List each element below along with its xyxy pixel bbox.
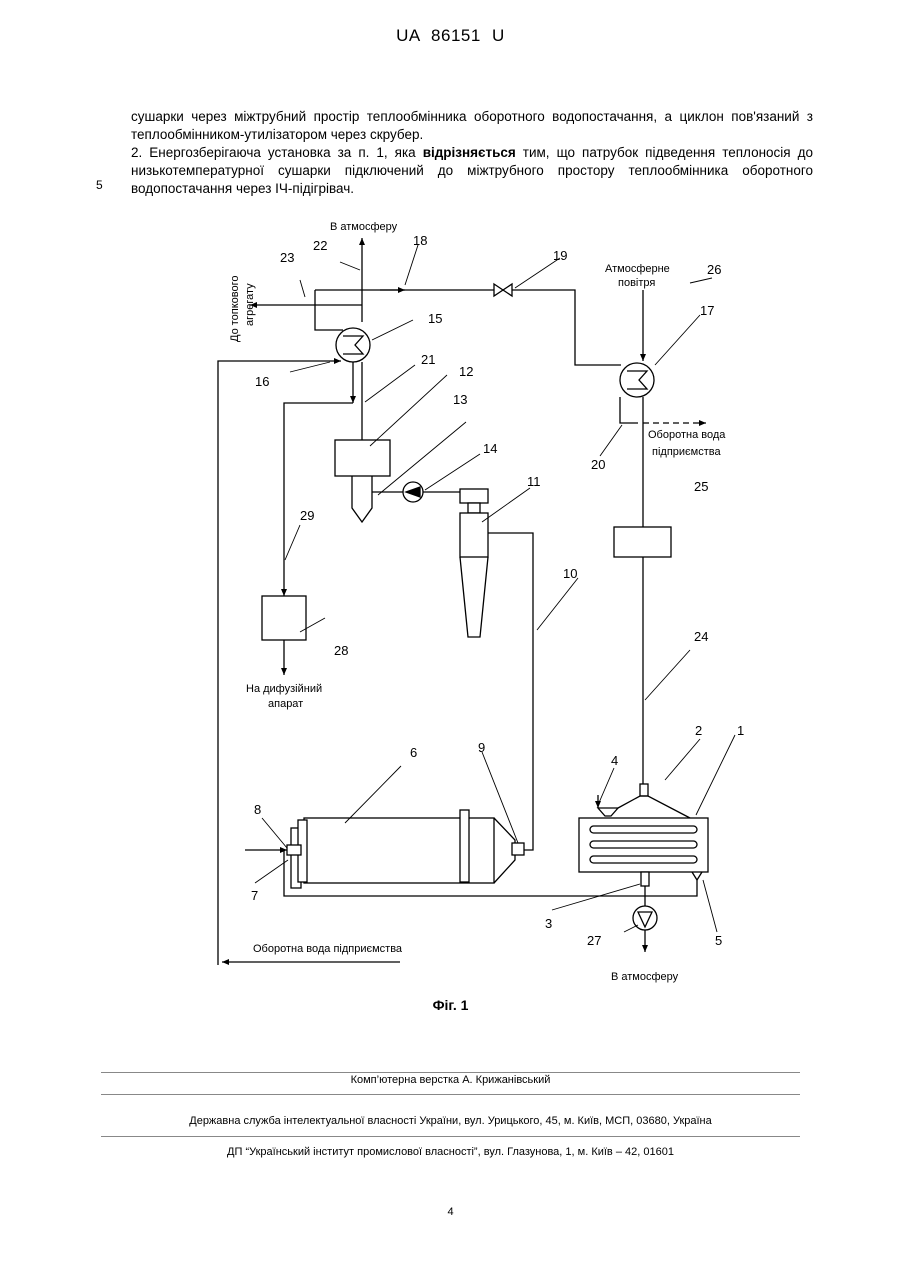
unit-25 [614,527,671,557]
ref-1: 1 [737,723,744,738]
claim2-keyword: відрізняється [423,145,516,160]
ref-17: 17 [700,303,714,318]
ref-23: 23 [280,250,294,265]
ref-11: 11 [527,474,541,489]
footer-rule-3 [101,1136,800,1137]
scrubber-cone-13 [352,476,372,522]
pipe-29 [284,403,353,596]
ref-21: 21 [421,352,435,367]
figure-caption: Фіг. 1 [0,997,901,1013]
footer-rule-2 [101,1094,800,1095]
ref-3: 3 [545,916,552,931]
ref-24: 24 [694,629,708,644]
label-diffusion-1: На дифузійний [246,683,322,695]
process-diagram: В атмосферу До топкового агрегату Атмосф… [0,205,901,995]
label-atm-air-1: Атмосферне [605,263,670,275]
cyclone-11 [460,513,488,557]
ref-12: 12 [459,364,473,379]
pipe-10 [488,533,533,850]
feed-4 [598,808,618,816]
ref-27: 27 [587,933,601,948]
ref-25: 25 [694,479,708,494]
valve-19 [494,284,512,296]
heat-exchanger-15 [336,328,370,362]
ref-6: 6 [410,745,417,760]
heat-exchanger-17 [620,363,654,397]
label-recycled-water-1: Оборотна вода [648,429,726,441]
label-diffusion-2: апарат [268,698,303,710]
ref-19: 19 [553,248,567,263]
scrubber-12 [335,440,390,476]
ref-15: 15 [428,311,442,326]
ref-8: 8 [254,802,261,817]
label-recycled-water-2: підприємства [652,446,721,458]
ref-5: 5 [715,933,722,948]
footer-institute: ДП “Український інститут промислової вла… [0,1146,901,1158]
unit-28 [262,596,306,640]
ref-20: 20 [591,457,605,472]
claim-text: сушарки через міжтрубний простір теплооб… [131,108,813,198]
ref-2: 2 [695,723,702,738]
claim2: 2. Енергозберігаюча установка за п. 1, я… [131,144,813,198]
label-atm-air-2: повітря [618,277,655,289]
ref-26: 26 [707,262,721,277]
ref-13: 13 [453,392,467,407]
ref-22: 22 [313,238,327,253]
footer-layout: Комп’ютерна верстка А. Крижанівський [0,1074,901,1086]
label-to-furnace-1: До топкового [229,275,241,342]
label-recycled-water-bottom: Оборотна вода підприємства [253,943,403,955]
page-number: 4 [0,1206,901,1218]
ref-10: 10 [563,566,577,581]
ref-14: 14 [483,441,497,456]
ref-28: 28 [334,643,348,658]
ref-4: 4 [611,753,618,768]
claim2-start: 2. Енергозберігаюча установка за п. 1, я… [131,145,423,160]
ref-29: 29 [300,508,314,523]
label-to-furnace-2: агрегату [244,283,256,326]
claim1-continuation: сушарки через міжтрубний простір теплооб… [131,108,813,144]
ref-18: 18 [413,233,427,248]
ref-16: 16 [255,374,269,389]
ref-9: 9 [478,740,485,755]
document-number-header: UA 86151 U [0,26,901,46]
pipe-23 [315,290,343,330]
label-to-atmosphere-bottom: В атмосферу [611,971,679,983]
ref-7: 7 [251,888,258,903]
pipe-20 [620,397,638,423]
line-number: 5 [96,178,103,192]
footer-agency: Державна служба інтелектуальної власност… [0,1115,901,1127]
footer-rule-1 [101,1072,800,1073]
label-to-atmosphere-top: В атмосферу [330,221,398,233]
